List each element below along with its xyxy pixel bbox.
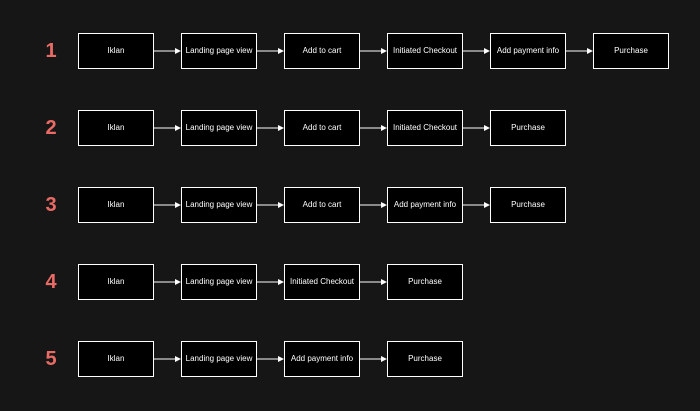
flow-2-step-add-to-cart[interactable]: Add to cart [284, 110, 360, 146]
flow-5-step-landing-page-view[interactable]: Landing page view [181, 341, 257, 377]
flow-2-step-landing-page-view[interactable]: Landing page view [181, 110, 257, 146]
flow-5-step-iklan[interactable]: Iklan [78, 341, 154, 377]
flow-3-step-iklan[interactable]: Iklan [78, 187, 154, 223]
flow-2-step-iklan[interactable]: Iklan [78, 110, 154, 146]
flow-1-step-initiated-checkout[interactable]: Initiated Checkout [387, 33, 463, 69]
flow-5-step-add-payment-info[interactable]: Add payment info [284, 341, 360, 377]
flow-1-step-add-to-cart[interactable]: Add to cart [284, 33, 360, 69]
flow-1-step-add-payment-info[interactable]: Add payment info [490, 33, 566, 69]
flow-3-step-landing-page-view[interactable]: Landing page view [181, 187, 257, 223]
flow-4-step-purchase[interactable]: Purchase [387, 264, 463, 300]
flow-number-4: 4 [45, 271, 57, 293]
flow-1-step-iklan[interactable]: Iklan [78, 33, 154, 69]
flow-2-step-initiated-checkout[interactable]: Initiated Checkout [387, 110, 463, 146]
flow-number-1: 1 [45, 40, 57, 62]
flow-1-step-landing-page-view[interactable]: Landing page view [181, 33, 257, 69]
flow-4-step-initiated-checkout[interactable]: Initiated Checkout [284, 264, 360, 300]
flow-3-step-add-payment-info[interactable]: Add payment info [387, 187, 463, 223]
flow-2-step-purchase[interactable]: Purchase [490, 110, 566, 146]
flow-number-2: 2 [45, 117, 57, 139]
flow-1-step-purchase[interactable]: Purchase [593, 33, 669, 69]
flow-3-step-add-to-cart[interactable]: Add to cart [284, 187, 360, 223]
flow-number-5: 5 [45, 348, 57, 370]
flow-4-step-iklan[interactable]: Iklan [78, 264, 154, 300]
flow-5-step-purchase[interactable]: Purchase [387, 341, 463, 377]
flow-number-3: 3 [45, 194, 57, 216]
flow-3-step-purchase[interactable]: Purchase [490, 187, 566, 223]
flow-4-step-landing-page-view[interactable]: Landing page view [181, 264, 257, 300]
